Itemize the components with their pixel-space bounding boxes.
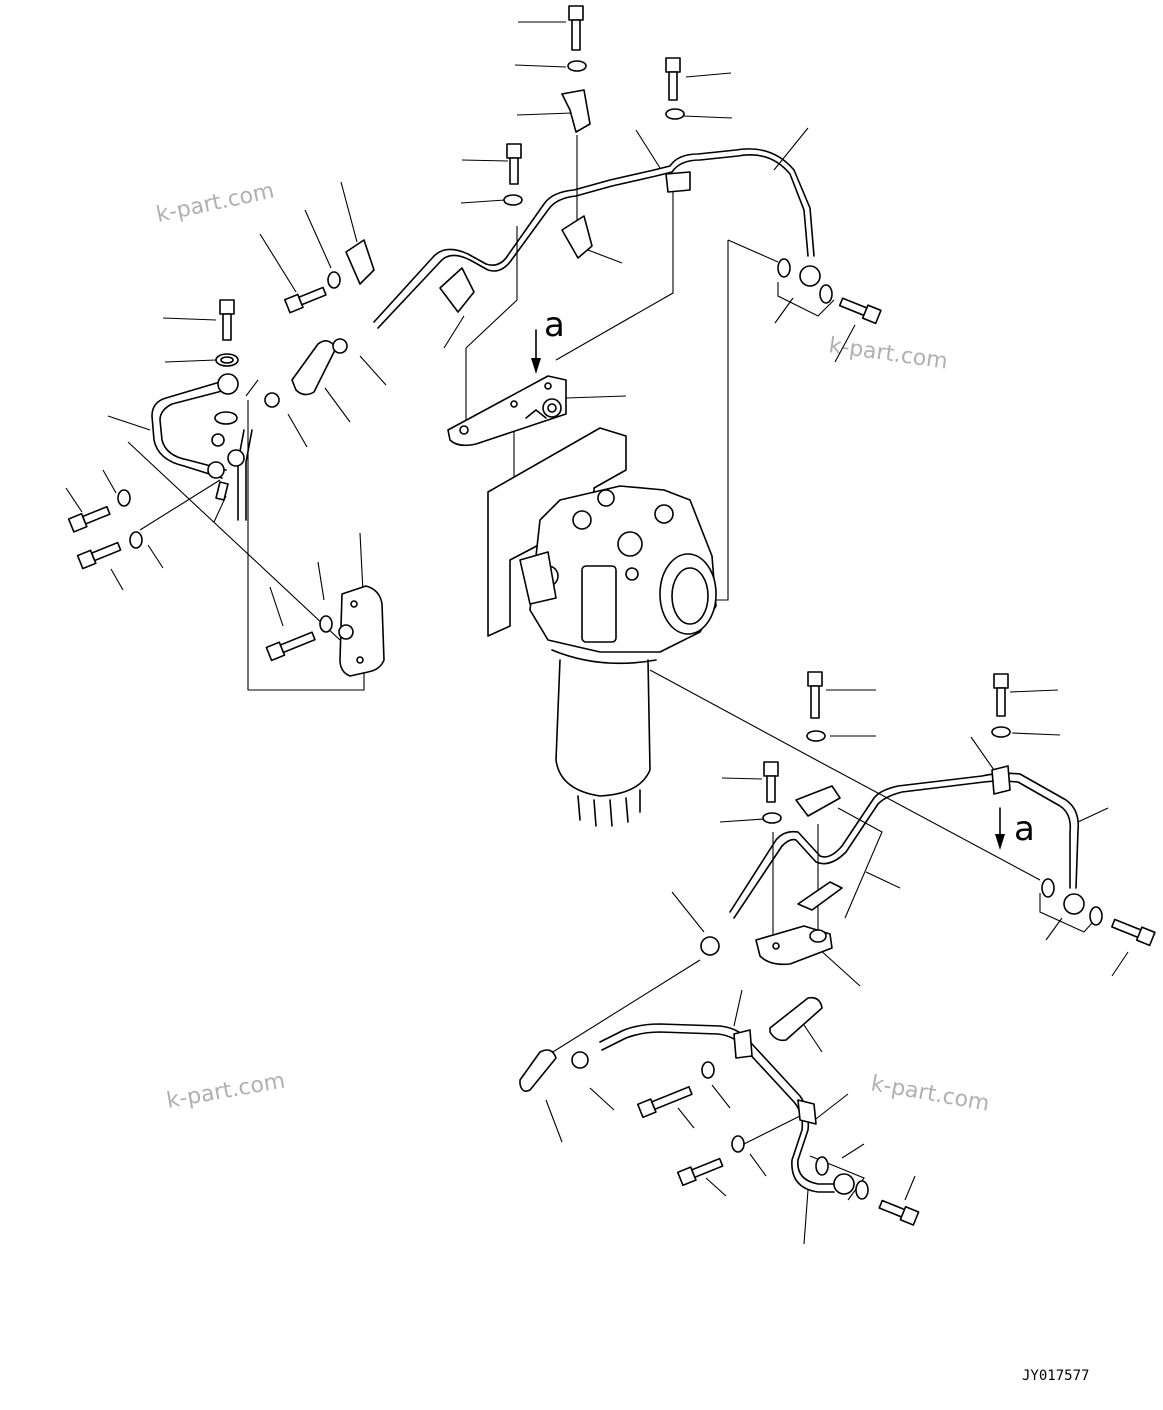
drawing-code: JY017577 (1022, 1368, 1089, 1384)
bolt-16 (878, 1199, 920, 1226)
clamps (345, 89, 1011, 1125)
fittings (207, 265, 1085, 1195)
watermark-top-left: k-part.com (154, 179, 276, 228)
fuel-pump-assembly (487, 427, 717, 827)
view-label-lower: a (1014, 809, 1035, 849)
bolt-9 (67, 505, 111, 533)
bolt-4 (219, 299, 235, 341)
watermark-bottom-right: k-part.com (869, 1071, 991, 1116)
bolt-6 (993, 673, 1009, 717)
view-label-upper: a (544, 305, 565, 345)
mounting-bracket-upper (447, 375, 567, 447)
bolt-15 (676, 1157, 724, 1187)
leader-lines (65, 21, 1129, 1245)
bolt-3 (506, 143, 522, 185)
view-marker-upper: a (531, 305, 565, 374)
washers (117, 60, 1103, 1200)
mounting-bracket-lower-left (338, 585, 385, 677)
mounting-bracket-lower-right (755, 925, 833, 966)
bolts (67, 5, 1156, 1226)
bolt-12 (838, 297, 882, 325)
bolt-11 (265, 631, 316, 662)
bolt-2 (665, 57, 681, 101)
view-marker-lower: a (995, 807, 1035, 850)
bolt-1 (568, 5, 584, 51)
bolt-10 (76, 541, 122, 570)
watermark-bottom-left: k-part.com (165, 1068, 287, 1113)
pipes (151, 148, 1080, 1193)
watermark-top-right: k-part.com (827, 333, 949, 374)
bolt-7 (763, 761, 779, 803)
bolt-13 (1111, 918, 1156, 947)
bolt-14 (636, 1086, 693, 1119)
bolt-5 (807, 671, 823, 719)
bolt-8 (283, 286, 327, 314)
hoses (215, 340, 823, 1092)
